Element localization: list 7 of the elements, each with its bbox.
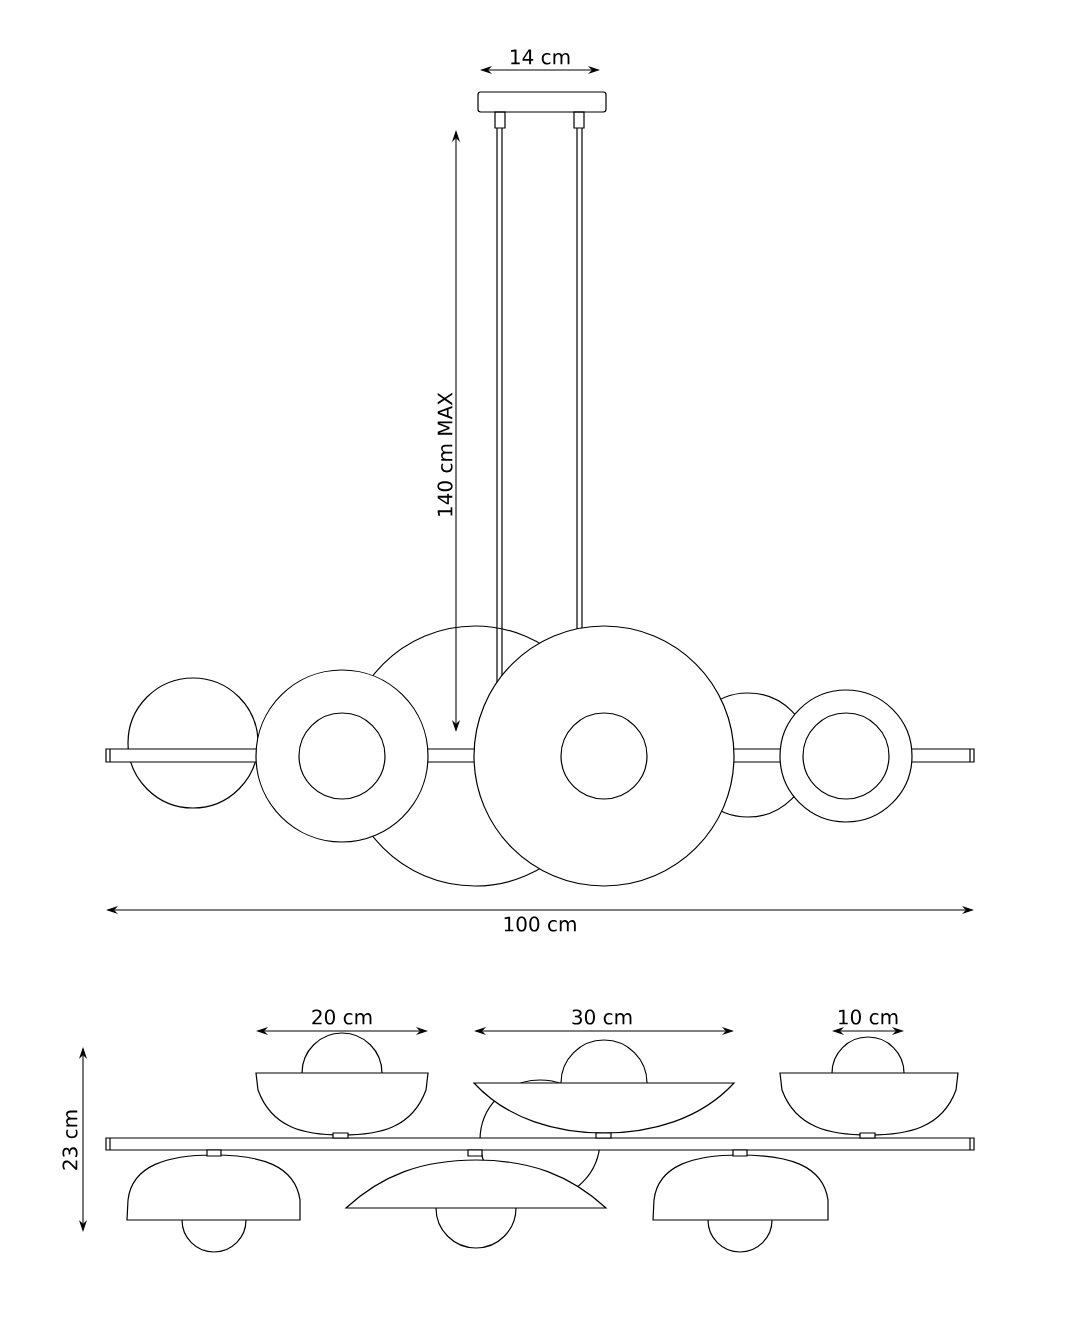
dimension-label: 30 cm <box>572 1009 632 1025</box>
dimension-label: 14 cm <box>511 49 570 65</box>
dimension-label: 20 cm <box>312 1009 372 1025</box>
dimension-label: 100 cm <box>504 916 576 932</box>
dimension-label: 10 cm <box>839 1009 898 1025</box>
dimension-label: 23 cm <box>62 1110 78 1170</box>
dimension-label: 140 cm MAX <box>437 392 453 516</box>
